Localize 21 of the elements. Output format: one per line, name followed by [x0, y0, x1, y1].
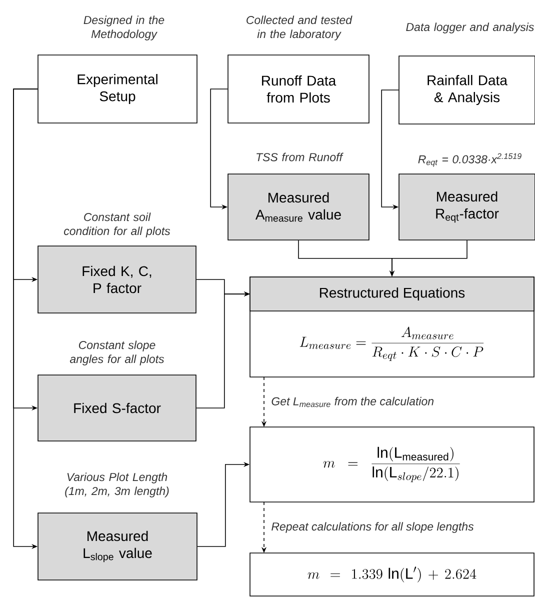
- process-box: Measured R$_{eqt}$-factor: [398, 174, 535, 240]
- note: Various Plot Length (1m, 2m, 3m length): [65, 472, 169, 498]
- process-box: Fixed S-factor: [38, 374, 196, 442]
- process-box: Experimental Setup: [38, 54, 198, 124]
- note: TSS from Runoff: [256, 152, 344, 162]
- process-box: Rainfall Data & Analysis: [398, 56, 535, 124]
- note: Data logger and analysis: [406, 22, 534, 34]
- note: Constant slope angles for all plots: [70, 340, 164, 366]
- edge-label: Get L$_{measure}$ from the calculation: [270, 396, 436, 408]
- formula-box: $m = 1.339\,\ln(\mathrm{L}') + 2.624$: [250, 552, 534, 596]
- process-box: Runoff Data from Plots: [228, 54, 370, 124]
- note: R$_{eqt}$ = 0.0338·x$^{2.1519}$: [418, 153, 522, 167]
- process-box: Measured A$_{measure}$ value: [228, 174, 370, 240]
- process-box: Fixed K, C, P factor: [38, 246, 196, 314]
- note: Collected and tested in the laboratory: [246, 16, 352, 40]
- note: Constant soil condition for all plots: [64, 212, 170, 238]
- note: Designed in the Methodology: [84, 16, 164, 40]
- formula-box: $m = \frac{\ln(\mathrm{L_{measured}})}{\ln\bigl(\mathrm{L}_{slope}/22.1\bigr)}$: [250, 426, 534, 502]
- process-box: Measured L$_{slope}$ value: [38, 512, 198, 580]
- edge-label: Repeat calculations for all slope lengths: [270, 521, 475, 534]
- equation-panel: Restructured Equations $L_{measure} = \frac{A_{measure}}{R_{eqt} \cdot K \cdot S \cdot C \cdot P}$: [250, 276, 534, 378]
